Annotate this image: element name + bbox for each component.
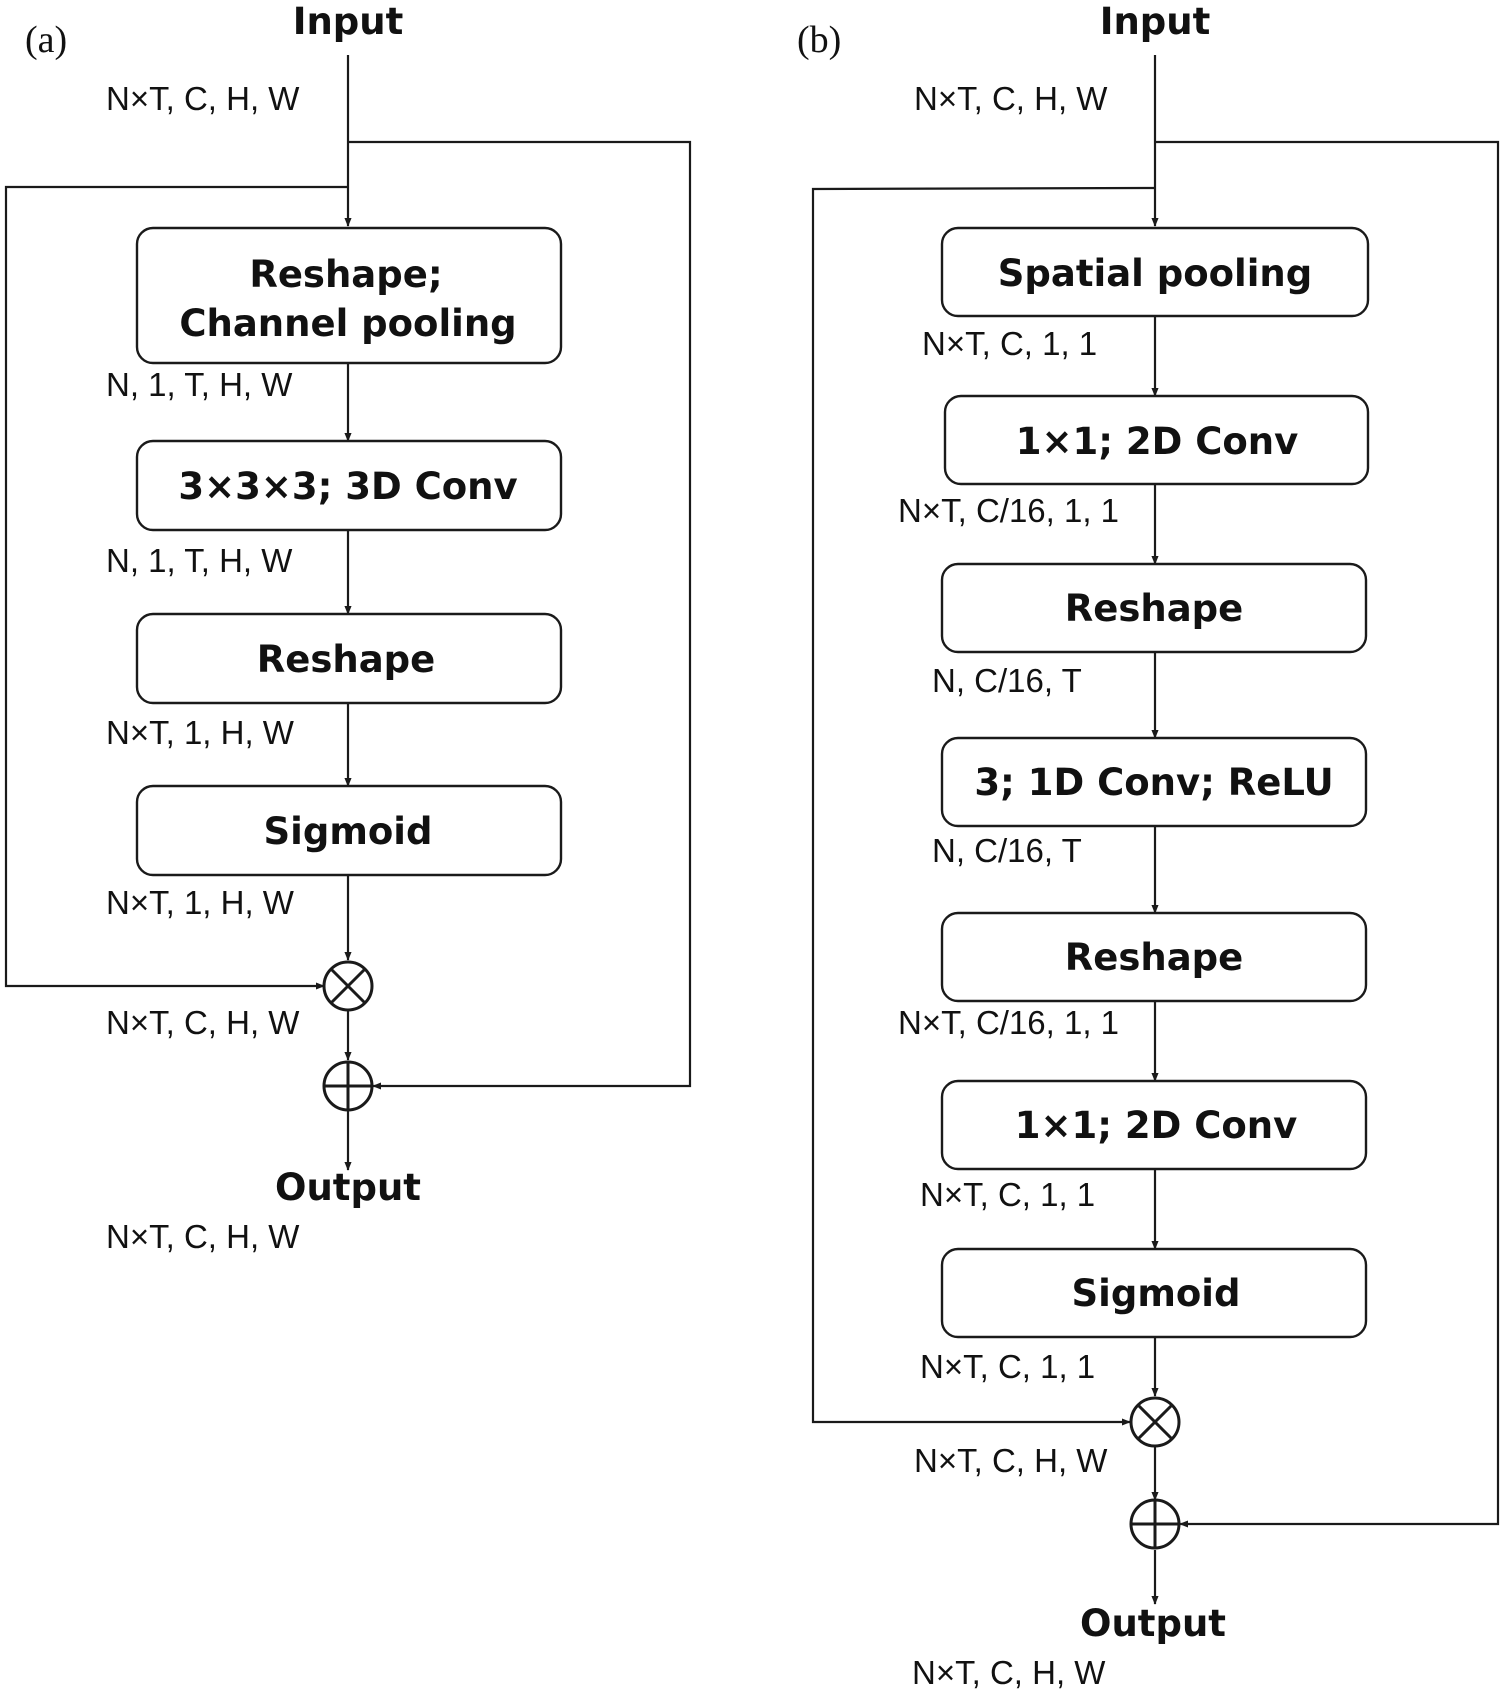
panel-b-block-2d-conv-2 bbox=[940, 1079, 1368, 1171]
panel-a-output-dims: N×T, C, H, W bbox=[106, 1218, 300, 1255]
panel-b-block-reshape-1 bbox=[940, 562, 1368, 654]
panel-a-label: (a) bbox=[25, 19, 67, 61]
panel-a-multiply-icon bbox=[322, 960, 374, 1012]
panel-b-block-5-line-1: Reshape bbox=[1065, 936, 1244, 979]
panel-a-block-2-line-1: 3×3×3; 3D Conv bbox=[178, 465, 517, 508]
panel-b-block-4-line-1: 3; 1D Conv; ReLU bbox=[974, 761, 1333, 804]
panel-a-input-label: Input bbox=[293, 0, 404, 43]
panel-b-add-icon bbox=[1129, 1498, 1181, 1550]
panel-b-block-2d-conv-1 bbox=[943, 394, 1370, 486]
panel-a-block-1-line-2: Channel pooling bbox=[179, 302, 516, 345]
panel-b-dims-5: N×T, C/16, 1, 1 bbox=[898, 1004, 1119, 1041]
panel-b-multiply-icon bbox=[1129, 1396, 1181, 1448]
panel-a-skip-multiply bbox=[4, 185, 348, 990]
panel-b-label: (b) bbox=[797, 19, 841, 61]
panel-b-dims-2: N×T, C/16, 1, 1 bbox=[898, 492, 1119, 529]
panel-a-dims-1: N, 1, T, H, W bbox=[106, 366, 293, 403]
panel-b-skip-multiply bbox=[811, 186, 1156, 1426]
panel-b-block-1-line-1: Spatial pooling bbox=[998, 252, 1313, 295]
panel-b-dims-4: N, C/16, T bbox=[932, 832, 1082, 869]
panel-a-block-4-line-1: Sigmoid bbox=[264, 810, 433, 853]
panel-a-block-reshape-channel-pooling bbox=[135, 226, 563, 365]
panel-a-block-reshape bbox=[135, 612, 563, 705]
panel-b-input-dims: N×T, C, H, W bbox=[914, 80, 1108, 117]
panel-b-skip-residual bbox=[1155, 140, 1500, 1528]
panel-b-block-reshape-2 bbox=[940, 911, 1368, 1003]
panel-b-multiply-dims: N×T, C, H, W bbox=[914, 1442, 1108, 1479]
panel-b: (b) Input N×T, C, H, W Spatial pooling N… bbox=[797, 0, 1500, 1691]
panel-a-dims-2: N, 1, T, H, W bbox=[106, 542, 293, 579]
panel-a-multiply-dims: N×T, C, H, W bbox=[106, 1004, 300, 1041]
panel-b-input-label: Input bbox=[1100, 0, 1211, 43]
panel-a-block-3-line-1: Reshape bbox=[257, 638, 436, 681]
panel-a-dims-3: N×T, 1, H, W bbox=[106, 714, 295, 751]
panel-b-block-7-line-1: Sigmoid bbox=[1072, 1272, 1241, 1315]
panel-a-block-3d-conv bbox=[135, 439, 563, 532]
panel-b-block-2-line-1: 1×1; 2D Conv bbox=[1016, 420, 1299, 463]
panel-a-input-dims: N×T, C, H, W bbox=[106, 80, 300, 117]
panel-b-block-sigmoid bbox=[940, 1247, 1368, 1339]
panel-b-block-6-line-1: 1×1; 2D Conv bbox=[1015, 1104, 1298, 1147]
panel-b-dims-3: N, C/16, T bbox=[932, 662, 1082, 699]
panel-b-block-spatial-pooling bbox=[940, 226, 1370, 318]
panel-a-skip-residual bbox=[348, 140, 692, 1090]
panel-a-block-1-line-1: Reshape; bbox=[249, 253, 442, 296]
panel-a-add-icon bbox=[322, 1060, 374, 1112]
panel-a-dims-4: N×T, 1, H, W bbox=[106, 884, 295, 921]
panel-b-output-label: Output bbox=[1080, 1602, 1226, 1645]
panel-a: (a) Input N×T, C, H, W Reshape; Channel … bbox=[4, 0, 692, 1255]
panel-a-output-label: Output bbox=[275, 1166, 421, 1209]
panel-b-dims-1: N×T, C, 1, 1 bbox=[922, 325, 1097, 362]
panel-b-output-dims: N×T, C, H, W bbox=[912, 1654, 1106, 1691]
panel-b-dims-7: N×T, C, 1, 1 bbox=[920, 1348, 1095, 1385]
panel-a-block-sigmoid bbox=[135, 784, 563, 877]
panel-b-dims-6: N×T, C, 1, 1 bbox=[920, 1176, 1095, 1213]
panel-b-block-3-line-1: Reshape bbox=[1065, 587, 1244, 630]
panel-b-block-1d-conv-relu bbox=[940, 736, 1368, 828]
